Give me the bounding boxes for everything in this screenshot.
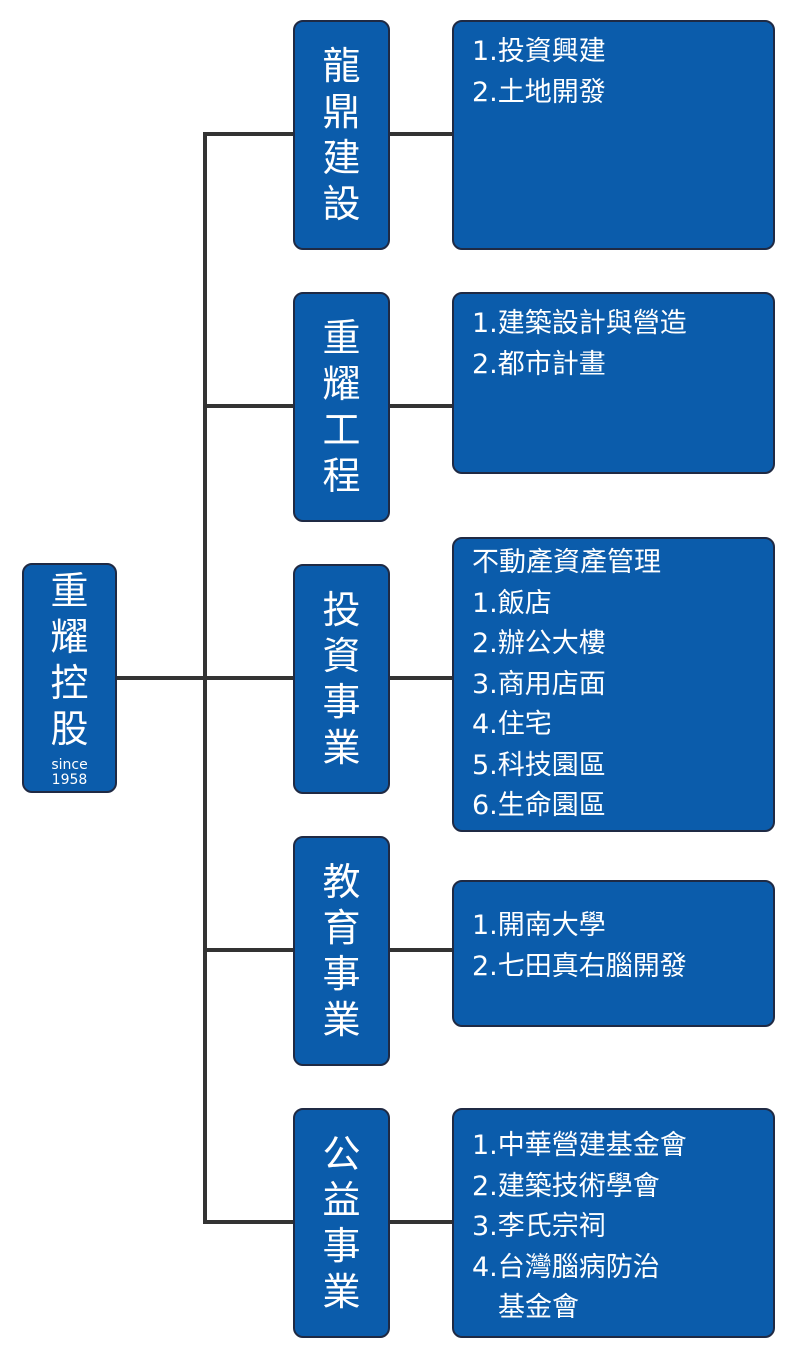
detail-item: 1.飯店: [472, 587, 552, 619]
detail-item: 2.七田真右腦開發: [472, 950, 687, 982]
detail-item: 2.建築技術學會: [472, 1170, 660, 1202]
connector-branch-1-right: [388, 132, 454, 136]
branch-title: 教育事業: [322, 860, 361, 1042]
root-since-year: 1958: [51, 772, 88, 788]
detail-item: 不動產資產管理: [472, 547, 661, 578]
detail-item: 1.投資興建: [472, 36, 606, 67]
detail-box-longding: 1.投資興建 2.土地開發: [452, 20, 775, 250]
connector-branch-2-right: [388, 404, 454, 408]
detail-item: 2.都市計畫: [472, 348, 606, 380]
detail-item: 3.商用店面: [472, 668, 606, 700]
detail-item: 3.李氏宗祠: [472, 1211, 606, 1242]
detail-item: 2.辦公大樓: [472, 628, 606, 659]
detail-item: 4.台灣腦病防治: [472, 1251, 660, 1283]
detail-item: 1.開南大學: [472, 910, 606, 941]
detail-box-public-welfare: 1.中華營建基金會 2.建築技術學會 3.李氏宗祠 4.台灣腦病防治 基金會: [452, 1108, 775, 1338]
detail-box-chongyao-engineering: 1.建築設計與營造 2.都市計畫: [452, 292, 775, 474]
connector-branch-1-left: [203, 132, 295, 136]
branch-node-chongyao-engineering: 重耀工程: [293, 292, 390, 522]
root-node: 重耀控股 since 1958: [22, 563, 117, 793]
detail-item: 5.科技園區: [472, 749, 606, 781]
detail-box-investment: 不動產資產管理 1.飯店 2.辦公大樓 3.商用店面 4.住宅 5.科技園區 6…: [452, 537, 775, 832]
root-title: 重耀控股: [50, 569, 89, 751]
detail-item: 1.中華營建基金會: [472, 1130, 687, 1161]
branch-node-investment: 投資事業: [293, 564, 390, 794]
detail-item: 6.生命園區: [472, 790, 606, 821]
branch-title: 重耀工程: [322, 316, 361, 498]
connector-branch-5-left: [203, 1220, 295, 1224]
detail-item: 基金會: [498, 1292, 579, 1323]
connector-root-trunk: [115, 676, 207, 680]
branch-title: 龍鼎建設: [322, 44, 361, 226]
connector-branch-3-right: [388, 676, 454, 680]
detail-item: 4.住宅: [472, 709, 552, 740]
branch-title: 公益事業: [322, 1132, 361, 1314]
branch-title: 投資事業: [322, 588, 361, 770]
connector-branch-5-right: [388, 1220, 454, 1224]
connector-branch-4-right: [388, 948, 454, 952]
detail-item: 2.土地開發: [472, 76, 606, 108]
root-since-label: since: [51, 757, 88, 773]
branch-node-education: 教育事業: [293, 836, 390, 1066]
detail-box-education: 1.開南大學 2.七田真右腦開發: [452, 880, 775, 1027]
detail-item: 1.建築設計與營造: [472, 308, 687, 339]
connector-branch-3-left: [203, 676, 295, 680]
branch-node-public-welfare: 公益事業: [293, 1108, 390, 1338]
connector-branch-4-left: [203, 948, 295, 952]
branch-node-longding: 龍鼎建設: [293, 20, 390, 250]
connector-branch-2-left: [203, 404, 295, 408]
